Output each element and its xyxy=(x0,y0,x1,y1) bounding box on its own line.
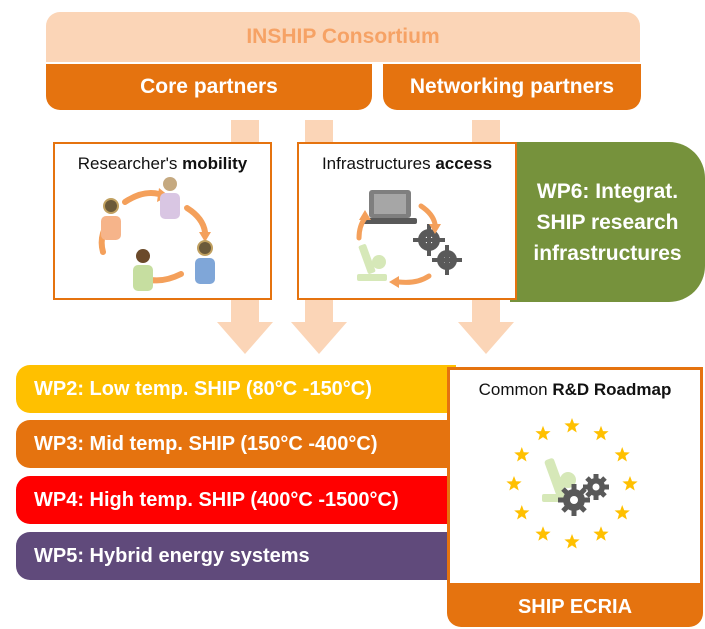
eu-star-icon xyxy=(564,534,580,549)
researchers-cycle-icon xyxy=(98,177,215,291)
arrow-core-2-stem xyxy=(305,120,333,142)
arrow-network-stem xyxy=(472,120,500,142)
eu-star-icon xyxy=(514,505,530,520)
eu-stars-research-icon xyxy=(506,418,638,549)
inship-consortium-banner: INSHIP Consortium xyxy=(46,12,640,62)
wp3-bar: WP3: Mid temp. SHIP (150°C -400°C) xyxy=(16,420,456,468)
wp5-bar: WP5: Hybrid energy systems xyxy=(16,532,456,580)
roadmap-title-prefix: Common xyxy=(478,380,553,399)
consortium-label: INSHIP Consortium xyxy=(246,25,440,48)
access-title: Infrastructures access xyxy=(299,154,515,174)
eu-star-icon xyxy=(614,505,630,520)
eu-star-icon xyxy=(535,425,551,441)
wp6-line-1: WP6: Integrat. xyxy=(536,179,679,203)
eu-star-icon xyxy=(535,526,551,541)
arrow-access-down xyxy=(291,300,347,354)
access-title-prefix: Infrastructures xyxy=(321,154,436,173)
wp6-line-3: infrastructures xyxy=(533,241,682,265)
infrastructure-cycle-icon xyxy=(356,190,462,288)
mobility-title-bold: mobility xyxy=(182,154,248,173)
wp2-label: WP2: Low temp. SHIP (80°C -150°C) xyxy=(34,377,372,400)
ship-ecria-box: Common R&D Roadmap SHIP ECRIA xyxy=(447,367,703,627)
eu-star-icon xyxy=(614,447,630,462)
eu-star-icon xyxy=(593,526,609,541)
core-partners-label: Core partners xyxy=(140,75,278,98)
arrow-mobility-down xyxy=(217,300,273,354)
gears-icon xyxy=(558,474,609,516)
roadmap-panel: Common R&D Roadmap xyxy=(450,370,700,583)
wp2-bar: WP2: Low temp. SHIP (80°C -150°C) xyxy=(16,365,456,413)
ship-ecria-label: SHIP ECRIA xyxy=(517,596,633,618)
wp4-label: WP4: High temp. SHIP (400°C -1500°C) xyxy=(34,488,399,511)
eu-star-icon xyxy=(622,476,638,491)
wp6-box: WP6: Integrat. SHIP research infrastruct… xyxy=(510,142,705,302)
eu-star-icon xyxy=(506,476,522,491)
roadmap-title: Common R&D Roadmap xyxy=(450,380,700,400)
networking-partners-label: Networking partners xyxy=(409,75,615,98)
access-box: Infrastructures access xyxy=(297,142,517,300)
wp3-label: WP3: Mid temp. SHIP (150°C -400°C) xyxy=(34,432,378,455)
eu-star-icon xyxy=(564,418,580,433)
roadmap-title-bold: R&D Roadmap xyxy=(552,380,672,399)
mobility-title-prefix: Researcher's xyxy=(77,154,183,173)
wp4-bar: WP4: High temp. SHIP (400°C -1500°C) xyxy=(16,476,456,524)
networking-partners-banner: Networking partners xyxy=(383,64,641,110)
arrow-network-down xyxy=(458,300,514,354)
arrow-core-1-stem xyxy=(231,120,259,142)
eu-star-icon xyxy=(593,425,609,441)
mobility-box: Researcher's mobility xyxy=(53,142,272,300)
mobility-title: Researcher's mobility xyxy=(55,154,270,174)
eu-star-icon xyxy=(514,447,530,462)
core-partners-banner: Core partners xyxy=(46,64,372,110)
wp5-label: WP5: Hybrid energy systems xyxy=(34,544,310,567)
access-title-bold: access xyxy=(435,154,493,173)
wp6-line-2: SHIP research xyxy=(536,210,679,234)
